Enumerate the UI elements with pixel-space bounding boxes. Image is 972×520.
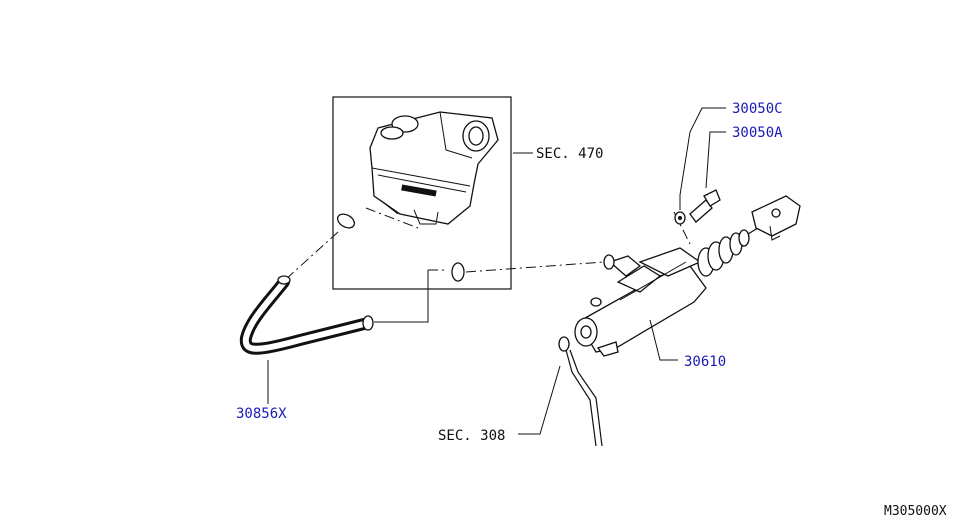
hose-clip-lower [451, 262, 465, 282]
push-rod-boot [697, 221, 769, 277]
hose-clip-upper [336, 213, 356, 229]
label-30856x: 30856X [236, 406, 287, 422]
label-30050a: 30050A [732, 125, 783, 141]
diagram-code: M305000X [884, 504, 947, 519]
washer-30050c [674, 211, 686, 225]
reservoir-hose [239, 275, 374, 355]
clutch-pipe [558, 336, 603, 447]
label-sec-308: SEC. 308 [438, 428, 505, 444]
clevis [751, 195, 801, 241]
label-30050c: 30050C [732, 101, 783, 117]
reservoir-tank [369, 111, 499, 225]
bolt-30050a [689, 189, 721, 223]
label-sec-470: SEC. 470 [536, 146, 603, 162]
clutch-master-cylinder [574, 247, 707, 357]
reservoir-inset-frame [332, 96, 512, 290]
label-30610: 30610 [684, 354, 726, 370]
